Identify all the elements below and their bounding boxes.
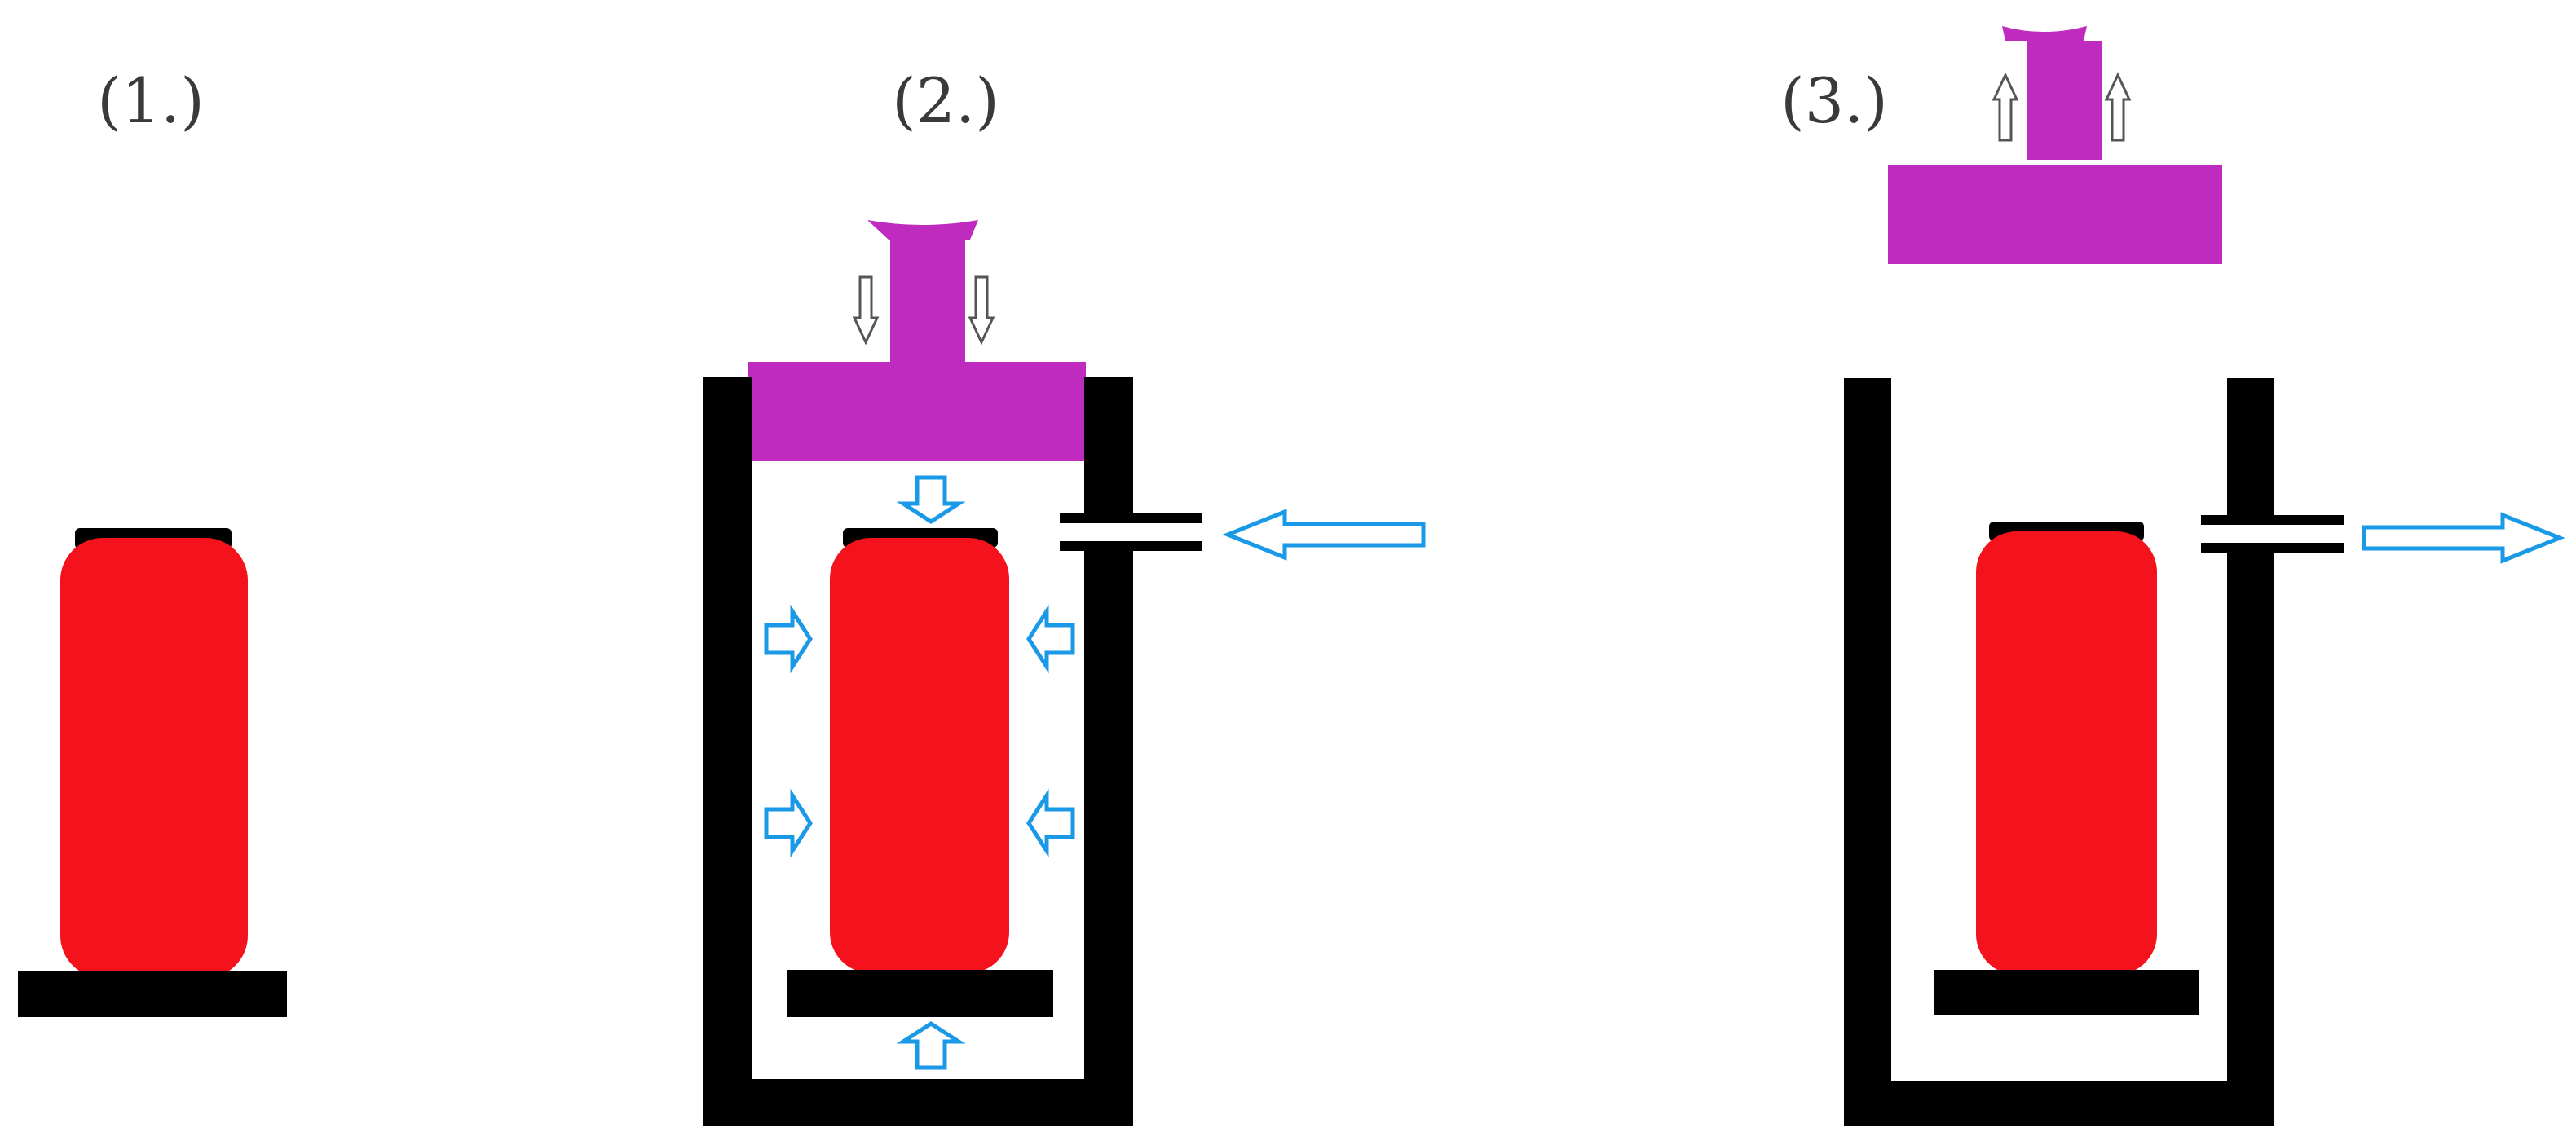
container-icon xyxy=(1844,378,2344,1126)
container-icon xyxy=(703,377,1202,1126)
step-3-label: (3.) xyxy=(1780,64,1888,137)
inlet-arrow-icon xyxy=(1228,512,1423,557)
part-icon xyxy=(60,538,248,978)
step-1-label: (1.) xyxy=(97,64,205,137)
piston-icon xyxy=(1888,26,2222,264)
part-icon xyxy=(1976,531,2157,975)
part-icon xyxy=(830,538,1009,973)
base-plate-icon xyxy=(18,971,287,1017)
piston-icon xyxy=(748,220,1086,461)
base-plate-icon xyxy=(1934,970,2199,1015)
step-2-label: (2.) xyxy=(892,64,999,137)
step-3: (3.) xyxy=(1780,26,2560,1126)
step-2: (2.) xyxy=(703,64,1423,1126)
step-1: (1.) xyxy=(18,64,287,1017)
base-plate-icon xyxy=(787,970,1053,1017)
outlet-arrow-icon xyxy=(2364,515,2560,561)
